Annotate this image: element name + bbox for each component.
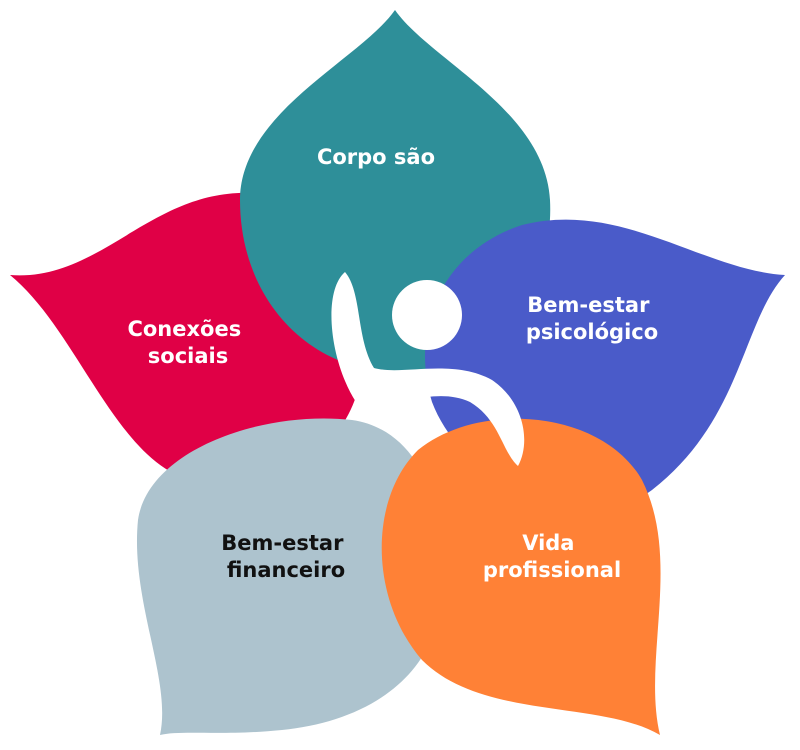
label-line: profissional [483,558,621,582]
petal-bem-estar-financeiro [136,418,444,735]
label-line: Conexões [127,317,241,341]
person-head-icon [392,280,462,350]
label-line: sociais [148,344,228,368]
label-line: Corpo são [317,145,435,169]
label-vida-profissional: Vida profissional [483,531,621,582]
label-corpo-sao: Corpo são [317,145,435,169]
person-body-icon [331,272,525,466]
petal-vida-profissional [381,418,661,735]
person-figure-icon [331,272,525,466]
label-bem-estar-financeiro: Bem-estar financeiro [221,531,350,582]
label-line: Vida [522,531,574,555]
label-bem-estar-psicologico: Bem-estar psicológico [526,293,658,344]
label-conexoes-sociais: Conexões sociais [127,317,248,368]
label-line: Bem-estar [527,293,650,317]
label-line: financeiro [227,558,345,582]
label-line: Bem-estar [221,531,344,555]
label-line: psicológico [526,320,658,344]
